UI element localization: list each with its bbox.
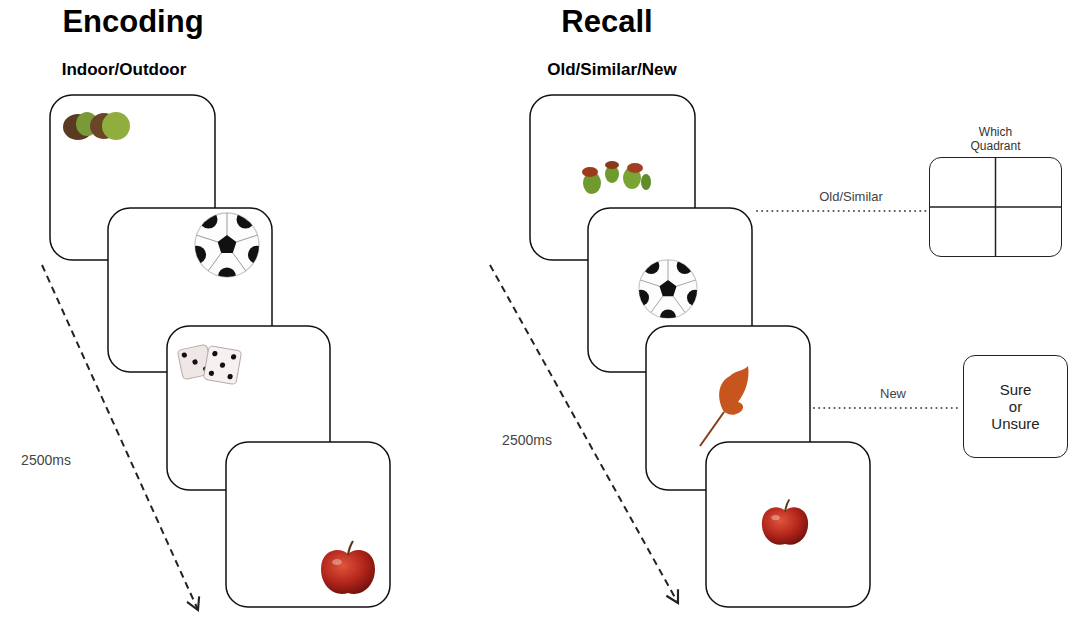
dotted-leader <box>757 210 927 212</box>
response-label: New <box>877 387 909 402</box>
ball-picture <box>188 211 265 286</box>
acorns-picture <box>582 161 651 194</box>
section-title: Recall <box>561 4 652 40</box>
task-name: Old/Similar/New <box>547 60 676 80</box>
dice-picture <box>219 362 225 368</box>
quadrant-choice: Which Quadrant <box>929 126 1062 257</box>
leaf-picture <box>700 366 749 446</box>
response-text: Sure or Unsure <box>991 381 1039 433</box>
nuts-picture <box>63 112 130 140</box>
ball-picture <box>633 258 703 326</box>
leaf-picture <box>700 412 724 446</box>
acorns-picture <box>641 174 651 190</box>
nuts-picture <box>102 112 130 140</box>
task-name: Indoor/Outdoor <box>62 60 187 80</box>
time-arrow <box>490 265 678 603</box>
dice-picture <box>203 345 241 384</box>
dice-picture <box>208 370 214 376</box>
stimulus-card <box>706 442 870 607</box>
quadrant-grid <box>929 157 1062 257</box>
dotted-leader <box>814 407 959 409</box>
time-arrow <box>42 265 198 610</box>
leaf-picture <box>719 366 748 415</box>
dice-picture <box>181 352 187 358</box>
quadrant-lines <box>930 158 1061 256</box>
recall-cards <box>530 95 870 607</box>
apple-picture <box>762 500 808 545</box>
duration-label: 2500ms <box>502 432 552 448</box>
stimulus-card <box>226 442 390 607</box>
encoding-cards <box>50 95 390 607</box>
duration-label: 2500ms <box>21 452 71 468</box>
confidence-box: Sure or Unsure <box>963 355 1068 458</box>
apple-picture <box>321 541 375 594</box>
dice-picture <box>212 351 218 357</box>
prompt-heading: Which Quadrant <box>970 126 1020 154</box>
acorns-picture <box>627 163 643 173</box>
dice-picture <box>177 344 241 384</box>
acorns-picture <box>582 167 598 177</box>
grid-line <box>930 206 1061 208</box>
dice-picture <box>227 374 233 380</box>
section-title: Encoding <box>62 4 203 40</box>
dice-picture <box>231 354 237 360</box>
dice-picture <box>203 345 241 384</box>
dice-picture <box>192 359 198 365</box>
acorns-picture <box>605 161 619 169</box>
response-label: Old/Similar <box>816 190 886 205</box>
